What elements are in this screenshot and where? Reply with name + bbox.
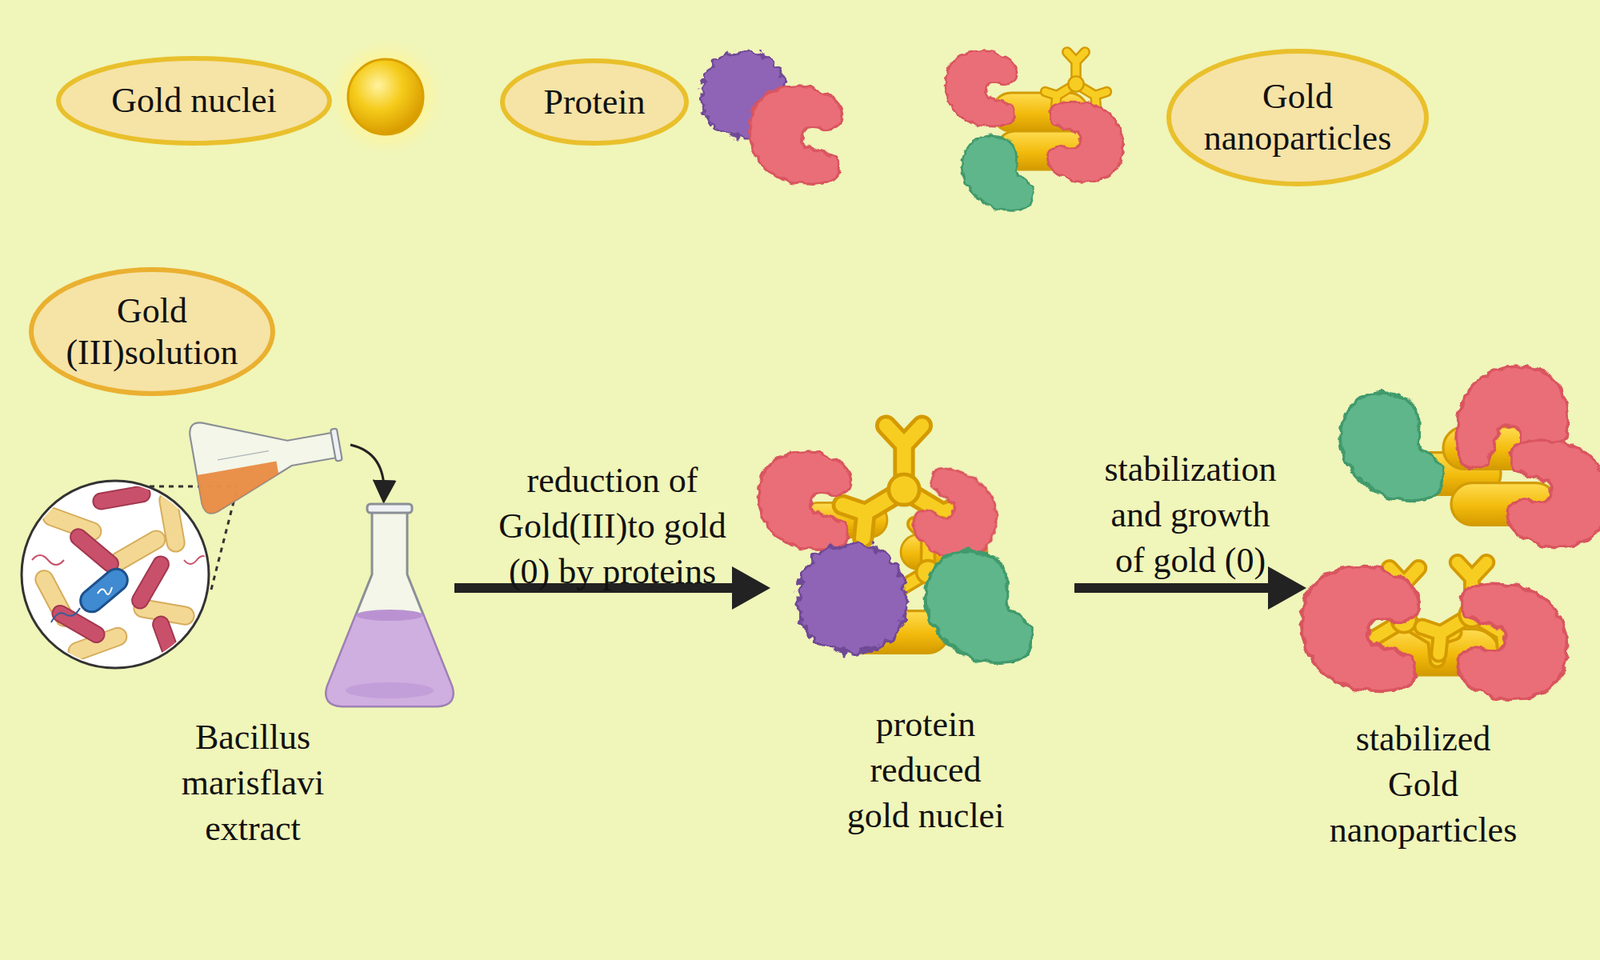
gold-branch: [1045, 52, 1108, 108]
pink-protein: [1301, 567, 1420, 692]
pink-protein: [749, 86, 842, 184]
ellipse-shape: [31, 269, 273, 394]
node-text: Protein: [514, 81, 675, 124]
orange-extract: [196, 461, 284, 516]
flagellum: [32, 555, 64, 565]
bacterium: [67, 525, 122, 576]
ellipse-outline: [28, 267, 276, 396]
pink-protein: [1457, 584, 1567, 700]
text-holder: Bacillus marisflavi extract: [148, 714, 357, 852]
flask-glass: [325, 504, 453, 707]
nanoparticle-group: stabilized Gold nanoparticles: [1306, 360, 1595, 832]
green-protein: [925, 551, 1034, 664]
text-holder: Gold nanoparticles: [1193, 76, 1402, 160]
bacteria-group: [32, 484, 210, 674]
node-text: Gold (III)solution: [56, 290, 248, 374]
bacterium: [150, 614, 185, 674]
legend-ellipse: Protein: [500, 58, 689, 146]
text-holder: protein reduced gold nuclei: [837, 701, 1014, 839]
text-holder: stabilized Gold nanoparticles: [1323, 716, 1524, 853]
arrow-shaft: [1074, 583, 1272, 593]
nuclei-group: protein reduced gold nuclei: [770, 432, 1075, 832]
pink-protein: [1507, 440, 1600, 547]
bacterium: [158, 490, 187, 554]
extract-group: Bacillus marisflavi extract: [16, 416, 455, 832]
liquid-surface: [356, 609, 424, 621]
solution-ellipse: Gold (III)solution: [28, 267, 276, 396]
pink-protein: [758, 452, 851, 550]
pink-protein: [1047, 101, 1123, 182]
node-text: Bacillus marisflavi extract: [148, 714, 357, 852]
gold-nucleus: [348, 59, 424, 135]
magnifier-circle: [21, 480, 209, 668]
node-text: stabilized Gold nanoparticles: [1323, 716, 1524, 853]
pink-protein: [945, 51, 1017, 127]
text-holder: Protein: [514, 81, 675, 124]
receiving-flask: [325, 504, 453, 707]
pour-arrow: [350, 444, 384, 495]
edge-label: reduction of Gold(III)to gold (0) by pro…: [492, 457, 733, 595]
text-holder: Gold (III)solution: [56, 290, 248, 374]
edge-label: stabilization and growth of gold (0): [1098, 446, 1283, 584]
ellipse-shape: [1168, 51, 1427, 184]
flagellum: [184, 556, 210, 564]
legend-ellipse: Gold nuclei: [56, 56, 332, 146]
node-text: Gold nanoparticles: [1193, 76, 1402, 160]
bacterium: [128, 553, 172, 612]
flagellum: [51, 608, 80, 623]
arrow-head: [732, 566, 771, 610]
ellipse-outline: [1166, 48, 1429, 187]
gold-glow: [339, 50, 432, 144]
flask-scale: [217, 451, 269, 460]
node-text: Gold nuclei: [78, 80, 311, 122]
blue-bacterium: [76, 564, 132, 616]
bacterium-dna: [97, 587, 112, 595]
flask-glass: [188, 399, 348, 515]
pouring-flask: [188, 399, 348, 515]
purple-liquid: [325, 614, 453, 707]
green-protein: [961, 136, 1034, 212]
purple-protein: [798, 544, 907, 653]
legend-ellipse: Gold nanoparticles: [1166, 48, 1429, 187]
arrow-head: [1268, 566, 1307, 610]
text-holder: Gold nuclei: [78, 80, 311, 122]
node-text: protein reduced gold nuclei: [837, 701, 1014, 839]
liquid-shade: [345, 682, 434, 699]
ellipse-shape: [58, 58, 330, 144]
bacterium: [92, 484, 152, 511]
ellipse-shape: [502, 60, 687, 144]
green-protein: [1340, 392, 1444, 501]
